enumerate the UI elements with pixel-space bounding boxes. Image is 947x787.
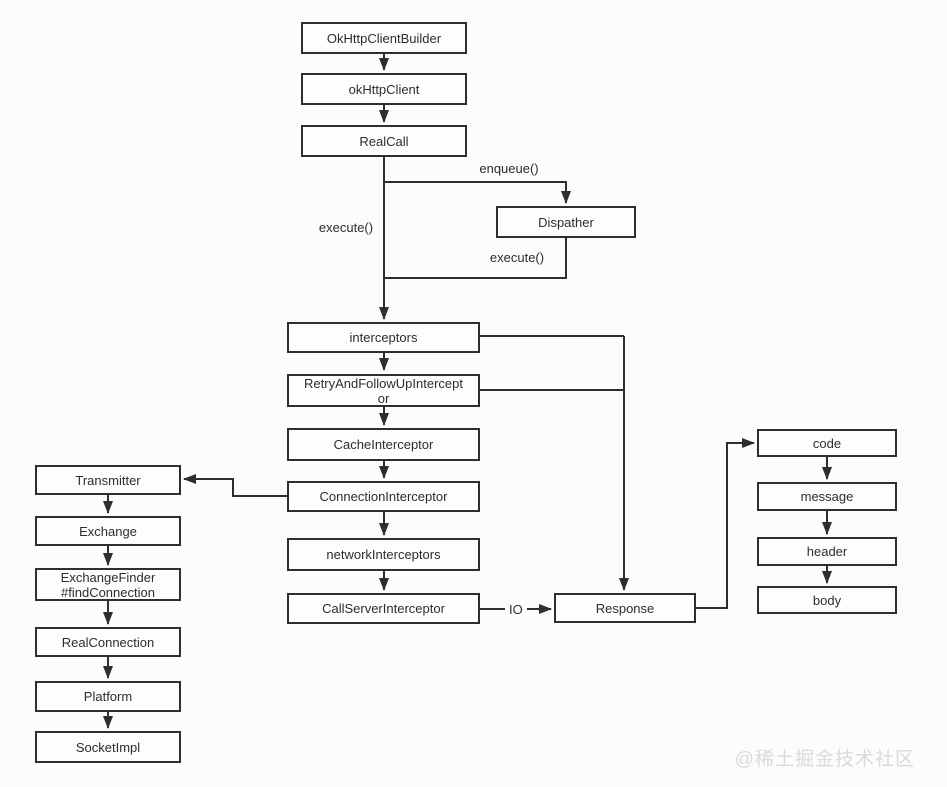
node-socketimpl: SocketImpl bbox=[35, 731, 181, 763]
node-label: interceptors bbox=[349, 330, 418, 345]
node-code: code bbox=[757, 429, 897, 457]
node-label: RetryAndFollowUpIntercept or bbox=[304, 375, 463, 406]
node-message: message bbox=[757, 482, 897, 511]
edge-response-code bbox=[696, 438, 755, 609]
node-label: okHttpClient bbox=[348, 81, 420, 97]
node-header: header bbox=[757, 537, 897, 566]
node-label: RealCall bbox=[359, 133, 409, 149]
node-realconnection: RealConnection bbox=[35, 627, 181, 657]
node-okhttpclientbuilder: OkHttpClientBuilder bbox=[301, 22, 467, 54]
node-label: Transmitter bbox=[75, 472, 141, 488]
edge-connection-transmitter bbox=[183, 474, 287, 497]
node-label: networkInterceptors bbox=[326, 547, 441, 562]
node-connectioninterceptor: ConnectionInterceptor bbox=[287, 481, 480, 512]
edge-label-enqueue: enqueue() bbox=[479, 161, 539, 176]
node-networkinterceptors: networkInterceptors bbox=[287, 538, 480, 571]
node-label: Dispather bbox=[538, 214, 594, 230]
node-exchangefinder: ExchangeFinder #findConnection bbox=[35, 568, 181, 601]
node-label: body bbox=[812, 592, 842, 608]
edge-realcall-dispatcher bbox=[384, 181, 571, 204]
node-label: CallServerInterceptor bbox=[322, 601, 445, 616]
edge-dispatcher-merge bbox=[385, 238, 567, 279]
node-label: Exchange bbox=[79, 523, 137, 539]
node-label: message bbox=[800, 489, 854, 504]
node-interceptors: interceptors bbox=[287, 322, 480, 353]
node-label: Response bbox=[595, 600, 655, 616]
node-label: CacheInterceptor bbox=[333, 437, 434, 452]
node-response: Response bbox=[554, 593, 696, 623]
watermark-text: @稀土掘金技术社区 bbox=[734, 749, 915, 770]
node-platform: Platform bbox=[35, 681, 181, 712]
node-transmitter: Transmitter bbox=[35, 465, 181, 495]
edge-label-io: IO bbox=[505, 602, 527, 617]
node-realcall: RealCall bbox=[301, 125, 467, 157]
node-dispatcher: Dispather bbox=[496, 206, 636, 238]
node-exchange: Exchange bbox=[35, 516, 181, 546]
node-cacheinterceptor: CacheInterceptor bbox=[287, 428, 480, 461]
node-body: body bbox=[757, 586, 897, 614]
node-label: OkHttpClientBuilder bbox=[326, 30, 442, 46]
node-label: header bbox=[806, 544, 848, 559]
node-okhttpclient: okHttpClient bbox=[301, 73, 467, 105]
node-label: ConnectionInterceptor bbox=[319, 489, 448, 504]
edge-label-execute-dispatcher: execute() bbox=[489, 250, 545, 265]
node-label: ExchangeFinder #findConnection bbox=[60, 569, 156, 600]
node-callserverinterceptor: CallServerInterceptor bbox=[287, 593, 480, 624]
node-label: RealConnection bbox=[61, 634, 155, 650]
edge-label-execute-main: execute() bbox=[318, 220, 374, 235]
node-label: Platform bbox=[83, 689, 133, 704]
node-retryandfollowupinterceptor: RetryAndFollowUpIntercept or bbox=[287, 374, 480, 407]
node-label: SocketImpl bbox=[75, 739, 141, 755]
node-label: code bbox=[812, 435, 842, 451]
